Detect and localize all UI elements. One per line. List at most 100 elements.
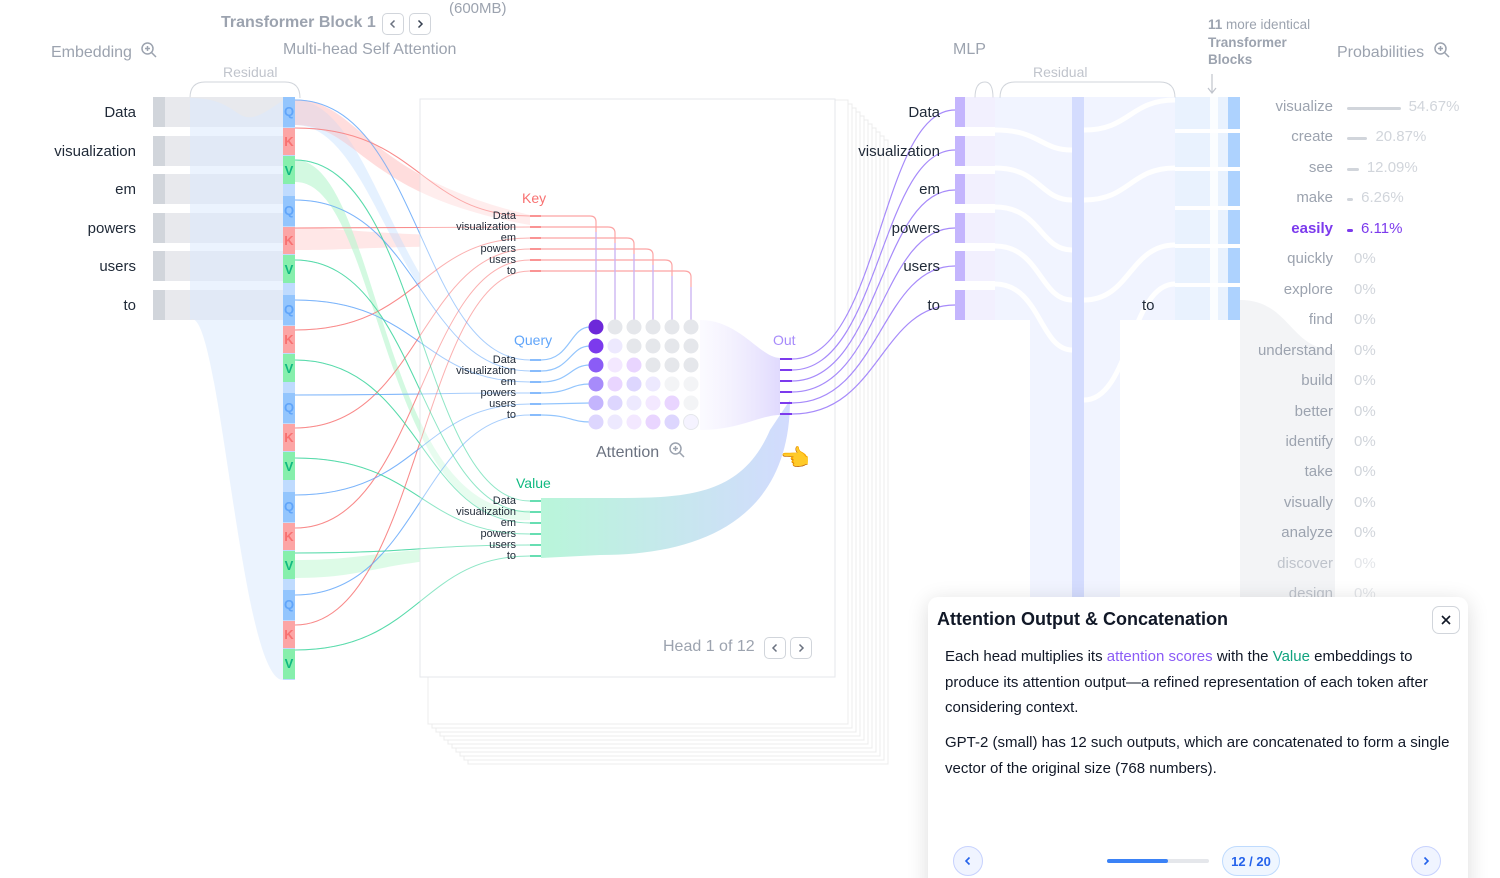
attention-cell[interactable] [626,357,642,373]
attention-cell[interactable] [588,395,604,411]
attention-cell[interactable] [645,357,661,373]
model-size-note: (600MB) [449,0,507,17]
embedding-token[interactable]: to [123,297,136,314]
next-block-button[interactable] [409,13,431,35]
attention-cell[interactable] [626,414,642,430]
attention-cell[interactable] [664,376,680,392]
probability-word[interactable]: easily [1291,219,1333,237]
attention-cell[interactable] [626,338,642,354]
more-blocks-line2: Transformer [1208,34,1287,50]
embedding-token[interactable]: visualization [54,143,136,160]
attention-cell[interactable] [683,376,699,392]
mlp-token[interactable]: users [903,258,940,275]
attention-cell[interactable] [607,357,623,373]
key-token: users [489,254,516,266]
embedding-token[interactable]: em [115,181,136,198]
prev-step-button[interactable] [953,846,983,876]
attention-cell[interactable] [683,338,699,354]
key-token: em [500,232,516,244]
close-button[interactable] [1432,606,1460,634]
value-token: Data [492,495,516,507]
attention-cell[interactable] [683,319,699,335]
attention-cell[interactable] [645,414,661,430]
attention-cell[interactable] [607,414,623,430]
attention-matrix[interactable] [585,316,705,432]
attention-cell[interactable] [664,395,680,411]
attention-cell[interactable] [664,414,680,430]
more-blocks-note: 11 more identical Transformer Blocks [1208,16,1310,69]
value-letter: V [284,459,294,474]
zoom-in-icon[interactable] [140,41,158,59]
attention-cell[interactable] [645,376,661,392]
probability-word[interactable]: analyze [1281,524,1333,542]
zoom-in-icon[interactable] [668,441,686,459]
probability-word[interactable]: identify [1285,432,1333,450]
last-token-label[interactable]: to [1142,297,1155,314]
attention-cell[interactable] [607,395,623,411]
mlp-token[interactable]: powers [891,220,940,237]
probability-word[interactable]: take [1304,463,1333,481]
probability-word[interactable]: quickly [1287,250,1333,268]
probability-word[interactable]: better [1294,402,1333,420]
attention-cell[interactable] [607,376,623,392]
attention-cell[interactable] [626,395,642,411]
query-token: Data [492,354,516,366]
attention-cell[interactable] [588,376,604,392]
probability-word[interactable]: build [1301,372,1333,390]
mlp-token[interactable]: visualization [858,143,940,160]
probability-value: 0% [1354,432,1376,450]
probabilities-header[interactable]: Probabilities [1337,41,1451,62]
attention-cell[interactable] [607,319,623,335]
attention-cell[interactable] [664,338,680,354]
attention-cell[interactable] [683,357,699,373]
attention-cell[interactable] [626,319,642,335]
residual-label-left: Residual [223,64,278,80]
attention-cell[interactable] [645,338,661,354]
probability-word[interactable]: see [1308,158,1333,176]
prev-block-button[interactable] [382,13,404,35]
mlp-token[interactable]: to [927,297,940,314]
attention-cell[interactable] [645,395,661,411]
embedding-token[interactable]: users [99,258,136,275]
attention-cell[interactable] [607,338,623,354]
probability-value: 0% [1354,280,1376,298]
zoom-in-icon[interactable] [1433,41,1451,59]
probability-word[interactable]: make [1296,189,1333,207]
value-token: users [489,539,516,551]
embedding-token[interactable]: Data [104,104,136,121]
next-head-button[interactable] [790,637,812,659]
mlp-token[interactable]: Data [908,104,940,121]
attention-cell[interactable] [626,376,642,392]
panel-text: Each head multiplies its [945,648,1107,665]
mlp-token[interactable]: em [919,181,940,198]
next-step-button[interactable] [1411,846,1441,876]
attention-zoom[interactable]: Attention [596,441,686,462]
probability-word[interactable]: explore [1283,280,1333,298]
attention-cell[interactable] [588,319,604,335]
transformer-block-title: Transformer Block 1 [221,14,376,31]
attention-cell[interactable] [645,319,661,335]
value-token: to [506,550,516,562]
probability-word[interactable]: visualize [1275,98,1333,115]
chevron-left-icon [964,856,971,866]
embedding-header[interactable]: Embedding [51,41,158,62]
embedding-token[interactable]: powers [87,220,136,237]
attention-scores-highlight: attention scores [1106,648,1213,665]
attention-cell[interactable] [683,395,699,411]
attention-cell[interactable] [588,414,604,430]
attention-cell[interactable] [588,357,604,373]
probability-word[interactable]: find [1308,311,1333,329]
probability-word[interactable]: visually [1283,493,1333,511]
down-arrow-icon [1207,74,1217,94]
attention-cell[interactable] [588,338,604,354]
probability-word[interactable]: discover [1277,554,1333,572]
residual-label-right: Residual [1033,64,1088,80]
key-letter: K [284,429,294,445]
probability-word[interactable]: create [1291,128,1333,146]
prev-head-button[interactable] [764,637,786,659]
attention-cell[interactable] [664,357,680,373]
attention-cell[interactable] [664,319,680,335]
attention-cell[interactable] [683,414,699,430]
probability-value: 6.26% [1361,189,1404,207]
probability-word[interactable]: understand [1257,341,1333,359]
